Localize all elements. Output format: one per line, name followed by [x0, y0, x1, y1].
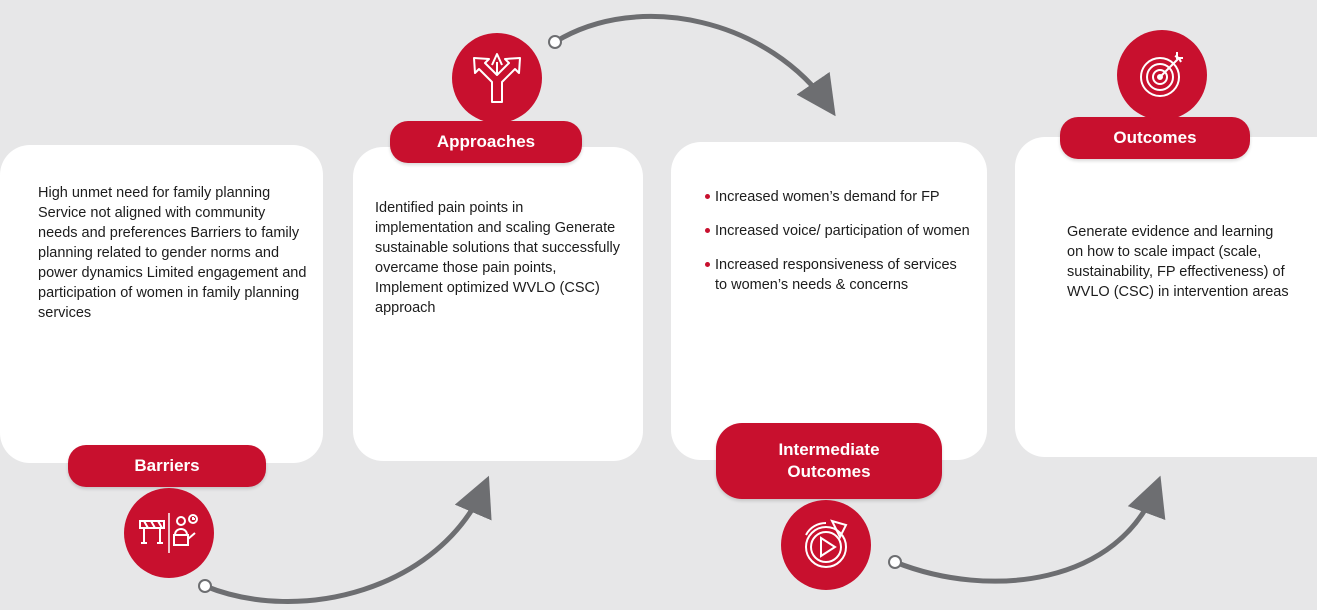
barriers-card	[0, 145, 323, 463]
barriers-icon-circle	[124, 488, 214, 578]
outcomes-label: Outcomes	[1060, 117, 1250, 159]
outcomes-icon-circle	[1117, 30, 1207, 120]
approaches-icon-circle	[452, 33, 542, 123]
barriers-text: High unmet need for family planning Serv…	[38, 185, 307, 321]
roadblock-presenter-icon	[139, 513, 198, 553]
approaches-text: Identified pain points in implementation…	[375, 200, 621, 316]
intermediate-icon-circle	[781, 500, 871, 590]
intermediate-outcomes-label: Intermediate Outcomes	[716, 423, 942, 499]
arrow-intermediate-to-outcomes	[892, 475, 1166, 584]
arrow-barriers-to-approaches	[202, 475, 492, 604]
outcomes-text: Generate evidence and learning on how to…	[1067, 224, 1289, 300]
intermediate-bullet-3: Increased responsiveness of services to …	[705, 255, 970, 295]
diverging-arrows-icon	[473, 53, 521, 103]
approaches-label: Approaches	[390, 121, 582, 163]
target-dart-icon	[1140, 52, 1183, 97]
arrow-approaches-to-intermediate	[552, 14, 836, 117]
intermediate-outcomes-list: Increased women’s demand for FP Increase…	[705, 187, 970, 309]
approaches-card	[353, 147, 643, 461]
outcomes-card	[1015, 137, 1317, 457]
intermediate-bullet-1: Increased women’s demand for FP	[705, 187, 970, 207]
play-cycle-icon	[805, 519, 848, 568]
barriers-label: Barriers	[68, 445, 266, 487]
intermediate-outcomes-card	[671, 142, 987, 460]
intermediate-bullet-2: Increased voice/ participation of women	[705, 221, 970, 241]
